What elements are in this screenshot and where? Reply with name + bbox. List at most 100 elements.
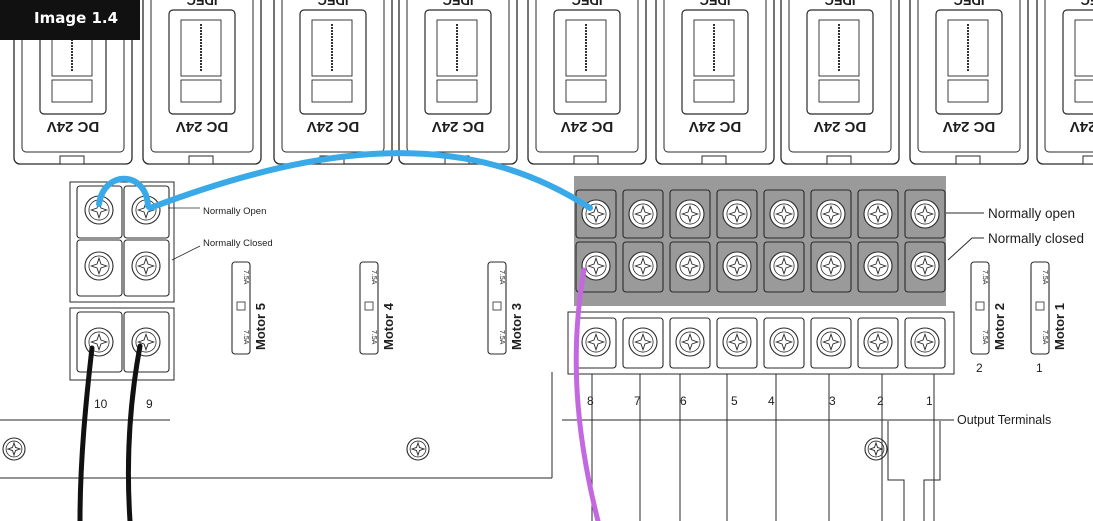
wire-group [77,150,601,521]
screw-slot [633,332,653,352]
relay-voltage-label: DC 24V [432,118,485,135]
screw-slot [915,332,935,352]
screw-ring [88,255,110,277]
screw-icon [816,199,846,229]
screw-slot [915,256,935,276]
screw-ring [585,203,607,225]
screw-icon [131,251,161,281]
terminal-number-label: 7 [634,394,641,408]
screw-ring [5,440,23,458]
screw-ring [773,255,795,277]
screw-icon [722,327,752,357]
screw-slot [586,332,606,352]
fuse-rating-label: 7.5A [1041,330,1048,345]
screw-slot [774,256,794,276]
left-normally-closed-label: Normally Closed [203,238,273,249]
screw-icon [863,251,893,281]
screw-icon [581,327,611,357]
screw-slot [727,204,747,224]
relay-inner [565,19,607,77]
screw-ring [135,255,157,277]
screw-icon [910,327,940,357]
screw-slot [727,256,747,276]
left-normally-open-label: Normally Open [203,206,266,217]
screw-icon [910,251,940,281]
screw-icon [84,251,114,281]
screw-ring [820,331,842,353]
screw-icon [816,251,846,281]
fuse-rating-label: 7.5A [981,270,988,285]
relay: DC 24V IDEC [273,0,393,165]
left-lower-frame [69,307,175,381]
relay-brand-label: IDEC [824,0,856,8]
screw-slot [136,332,156,352]
relay-voltage-label: DC 24V [47,118,100,135]
terminal-cell [716,241,758,293]
screw-slot [821,332,841,352]
terminal-cell [810,189,852,239]
relay-brand-label: IDEC [1080,0,1093,8]
relay-inner [180,19,222,77]
screw-icon [675,251,705,281]
relay-inner [311,19,353,77]
screw-icon [769,327,799,357]
terminal-cell [763,317,805,369]
screw-ring [679,331,701,353]
screw-slot [727,332,747,352]
screw-slot [774,332,794,352]
relay-tab [1082,155,1093,165]
screw-slot [633,256,653,276]
terminal-cell [810,241,852,293]
screw-ring [632,203,654,225]
fuse-rating-label: 7.5A [242,270,249,285]
relay-tab [826,155,852,165]
relay-latch [947,79,989,103]
relay-voltage-label: DC 24V [307,118,360,135]
jumper-wire [96,175,151,209]
screw-icon [628,199,658,229]
screw-ring [585,331,607,353]
relay-brand-label: IDEC [317,0,349,8]
screw-icon [769,251,799,281]
screw-slot [586,204,606,224]
relay-brand-label: IDEC [953,0,985,8]
fuse-rating-label: 7.5A [1041,270,1048,285]
screw-ring [773,331,795,353]
screw-ring [88,331,110,353]
terminal-number-label: 5 [731,394,738,408]
relay-frame [788,0,892,153]
terminal-cell [763,189,805,239]
terminal-cell [716,317,758,369]
terminal-cell [622,189,664,239]
screw-icon [628,251,658,281]
screw-icon [675,199,705,229]
screw-ring [820,255,842,277]
terminal-number-label: 10 [94,397,108,411]
screw-icon [628,327,658,357]
screw-ring [632,331,654,353]
relay-latch [311,79,353,103]
fuse-rating-label: 7.5A [242,330,249,345]
figure-label: Image 1.4 [0,0,140,40]
screw-ring [820,203,842,225]
terminal-cell [76,311,123,373]
screw-slot [915,204,935,224]
screw-slot [868,332,888,352]
terminal-cell [123,239,170,297]
screw-ring [914,331,936,353]
terminal-cell [904,189,946,239]
blue-wire [147,150,593,211]
purple-wire [573,267,601,521]
fuse-window [975,301,985,311]
terminal-cell [857,189,899,239]
terminal-number-label: 3 [829,394,836,408]
relay-tab [59,155,85,165]
